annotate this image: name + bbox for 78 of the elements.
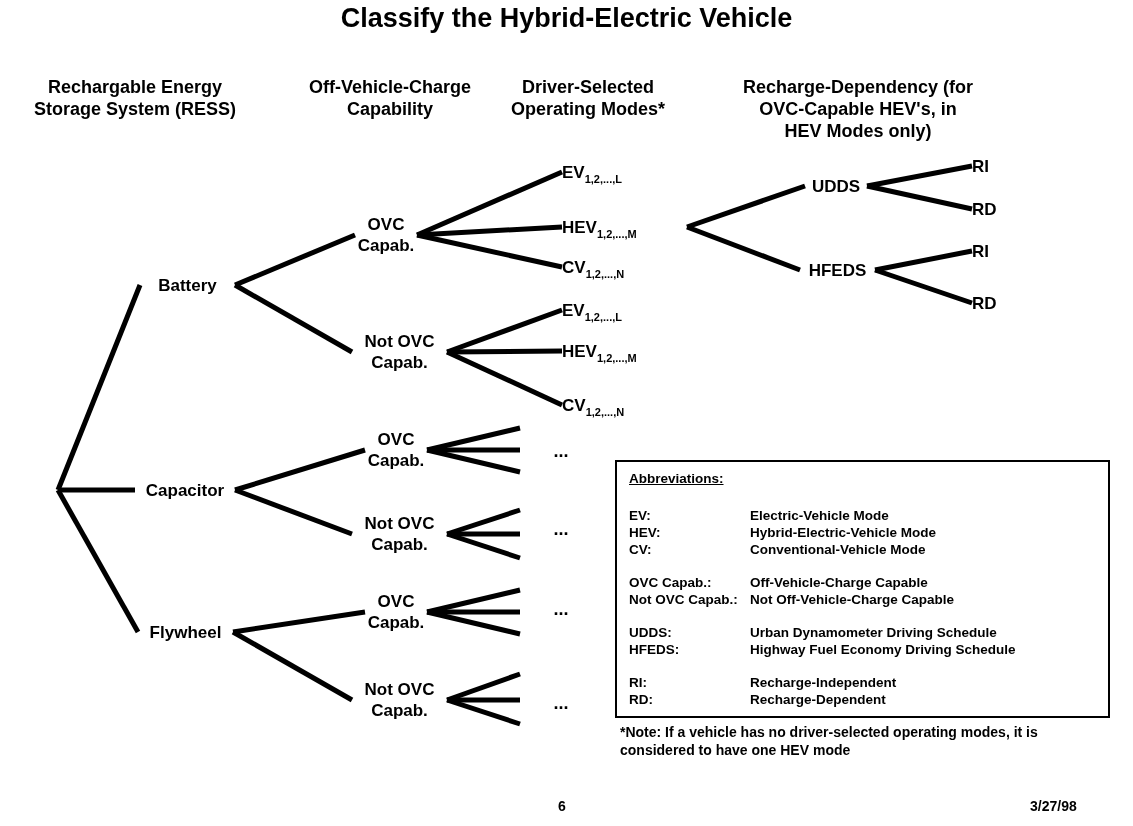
tree-branch-line [447, 531, 520, 537]
tree-node-label: Capacitor [135, 479, 235, 501]
tree-node-label: RD [972, 292, 1006, 314]
text-label: 3/27/98 [1030, 797, 1078, 815]
tree-node-label: HEV$_{1,2,...,M}$ [562, 338, 687, 364]
abbreviation-term: HEV: [629, 524, 662, 541]
tree-branch-line [55, 284, 143, 491]
tree-branch-line [445, 349, 564, 408]
text-label: Rechargable Energy Storage System (RESS) [32, 76, 238, 120]
tree-branch-line [55, 488, 141, 634]
tree-branch-line [234, 487, 353, 537]
abbreviation-definition: Conventional-Vehicle Mode [750, 541, 926, 558]
tree-node-label: HFEDS [800, 258, 875, 282]
tree-branch-line [234, 447, 366, 493]
abbreviation-definition: Recharge-Dependent [750, 691, 886, 708]
text-label: Driver-Selected Operating Modes* [510, 76, 666, 120]
tree-branch-line [426, 609, 521, 637]
tree-node-label: OVC Capab. [365, 590, 427, 634]
tree-branch-line [874, 248, 973, 273]
tree-branch-line [866, 163, 973, 189]
abbreviation-term: RD: [629, 691, 654, 708]
text-label: ... [552, 518, 570, 540]
tree-node-label: Not OVC Capab. [352, 678, 447, 722]
text-label: ... [552, 598, 570, 620]
tree-branch-line [874, 267, 973, 306]
tree-branch-line [231, 629, 354, 703]
text-label: *Note: If a vehicle has no driver-selected operating modes, it is considered to have one HEV mode [620, 723, 1039, 759]
text-label: ... [552, 440, 570, 462]
abbreviation-definition: Recharge-Independent [750, 674, 897, 691]
tree-node-label: OVC Capab. [365, 428, 427, 472]
abbreviation-term: OVC Capab.: [629, 574, 713, 591]
tree-branch-line [446, 531, 521, 561]
abbreviation-term: HFEDS: [629, 641, 681, 658]
tree-node-label: CV$_{1,2,...,N}$ [562, 392, 672, 418]
abbreviation-term: CV: [629, 541, 653, 558]
abbreviation-definition: Highway Fuel Economy Driving Schedule [750, 641, 1016, 658]
text-label: 6 [557, 797, 567, 815]
tree-branch-line [446, 697, 521, 727]
tree-node-label: EV$_{1,2,...,L}$ [562, 160, 672, 184]
abbreviation-definition: Off-Vehicle-Charge Capable [750, 574, 928, 591]
tree-node-label: Not OVC Capab. [352, 512, 447, 556]
tree-node-label: EV$_{1,2,...,L}$ [562, 298, 672, 322]
tree-node-label: CV$_{1,2,...,N}$ [562, 254, 672, 280]
text-label: Recharge-Dependency (for OVC-Capable HEV's, in HEV Modes only) [741, 76, 975, 142]
tree-node-label: Not OVC Capab. [352, 330, 447, 374]
tree-branch-line [866, 183, 973, 212]
abbreviation-term: UDDS: [629, 624, 673, 641]
tree-node-label: RI [972, 240, 1002, 262]
abbreviation-term: RI: [629, 674, 648, 691]
abbreviation-definition: Not Off-Vehicle-Charge Capable [750, 591, 955, 608]
tree-branch-line [426, 447, 521, 475]
abbreviation-definition: Electric-Vehicle Mode [750, 507, 889, 524]
tree-branch-line [416, 224, 563, 238]
tree-branch-line [416, 232, 563, 270]
tree-node-label: HEV$_{1,2,...,M}$ [562, 214, 687, 240]
abbreviation-term: EV: [629, 507, 652, 524]
tree-branch-line [233, 282, 354, 355]
text-label: ... [552, 692, 570, 714]
tree-branch-line [686, 224, 801, 273]
tree-node-label: Flywheel [138, 621, 233, 643]
text-label: Off-Vehicle-Charge Capability [307, 76, 472, 120]
tree-branch-line [58, 487, 135, 493]
tree-node-label: RI [972, 155, 1002, 177]
tree-node-label: Battery [140, 274, 235, 296]
abbreviation-definition: Hybrid-Electric-Vehicle Mode [750, 524, 937, 541]
abbreviations-panel [615, 460, 1110, 718]
tree-branch-line [234, 232, 356, 288]
panel-heading: Abbreviations: [629, 470, 725, 487]
tree-node-label: UDDS [805, 174, 867, 198]
tree-branch-line [686, 183, 806, 230]
abbreviation-definition: Urban Dynamometer Driving Schedule [750, 624, 997, 641]
tree-node-label: OVC Capab. [355, 213, 417, 257]
tree-node-label: RD [972, 198, 1006, 220]
tree-branch-line [446, 348, 563, 355]
diagram-title: Classify the Hybrid-Electric Vehicle [339, 2, 794, 34]
tree-branch-line [447, 697, 520, 703]
tree-branch-line [232, 609, 366, 635]
abbreviation-term: Not OVC Capab.: [629, 591, 739, 608]
